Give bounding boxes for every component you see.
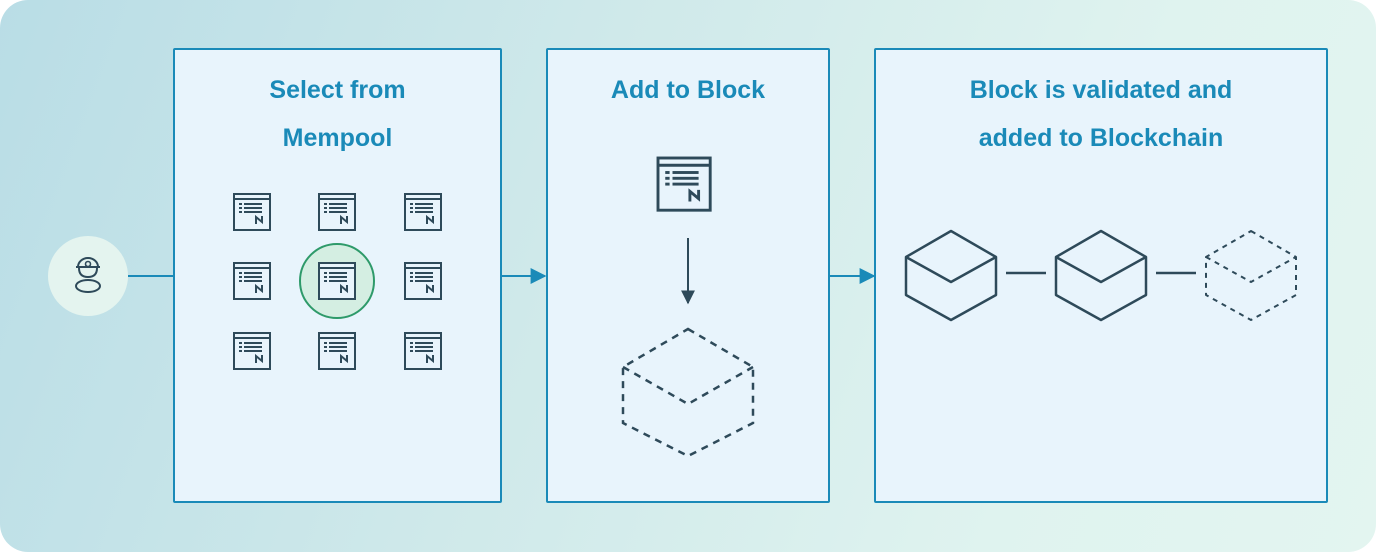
transaction-document-icon [233,193,271,236]
miner-user-node [48,236,128,316]
block-cube-icon [1054,229,1148,322]
pending-block-cube-icon [1205,230,1297,321]
transaction-document-icon [318,262,356,305]
step-title-line2: Mempool [282,124,393,152]
step-title-line1: Block is validated and [969,76,1233,104]
miner-user-icon [75,257,101,293]
step-validated-added-to-blockchain: Block is validated and added to Blockcha… [874,48,1328,503]
block-cube-icon [904,229,998,322]
transaction-document-icon [233,332,271,375]
transaction-document-icon [404,262,442,305]
step-title-line1: Add to Block [610,76,766,104]
transaction-document-icon [656,156,712,212]
step-title-line1: Select from [269,76,406,104]
transaction-document-icon [318,332,356,375]
transaction-document-icon [404,193,442,236]
transaction-document-icon [404,332,442,375]
transaction-document-icon [233,262,271,305]
step-title-line2: added to Blockchain [978,124,1224,152]
transaction-document-icon [318,193,356,236]
